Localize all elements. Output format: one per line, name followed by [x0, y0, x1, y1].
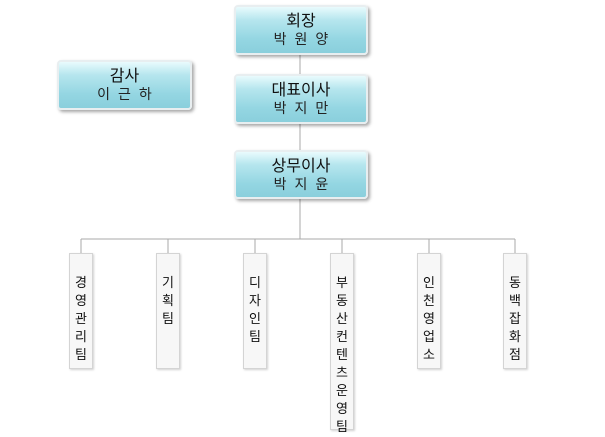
dept-real-estate-content: 부동산컨텐츠운영팀: [330, 253, 354, 435]
dept-label: 동백잡화점: [509, 276, 521, 363]
auditor-box: 감사 이근하: [57, 60, 192, 110]
ceo-name: 박지만: [273, 101, 337, 117]
dept-label: 부동산컨텐츠운영팀: [336, 276, 348, 435]
chairman-name: 박원양: [273, 32, 337, 48]
dept-label: 경영관리팀: [75, 276, 87, 363]
dept-label: 디자인팀: [249, 276, 261, 345]
managing-director-name: 박지윤: [273, 176, 337, 193]
dept-dongbaek-store: 동백잡화점: [503, 253, 527, 369]
dept-management: 경영관리팀: [69, 253, 93, 369]
dept-design: 디자인팀: [243, 253, 267, 369]
auditor-name: 이근하: [97, 87, 160, 103]
dept-incheon-sales: 인천영업소: [417, 253, 441, 369]
ceo-box: 대표이사 박지만: [234, 74, 368, 124]
dept-label: 기획팀: [162, 276, 174, 327]
chairman-box: 회장 박원양: [234, 5, 368, 55]
dept-label: 인천영업소: [423, 276, 435, 363]
managing-director-title: 상무이사: [271, 155, 331, 175]
chairman-title: 회장: [286, 11, 316, 30]
auditor-title: 감사: [109, 66, 140, 85]
dept-planning: 기획팀: [156, 253, 180, 369]
managing-director-box: 상무이사 박지윤: [234, 150, 368, 199]
ceo-title: 대표이사: [271, 80, 331, 99]
